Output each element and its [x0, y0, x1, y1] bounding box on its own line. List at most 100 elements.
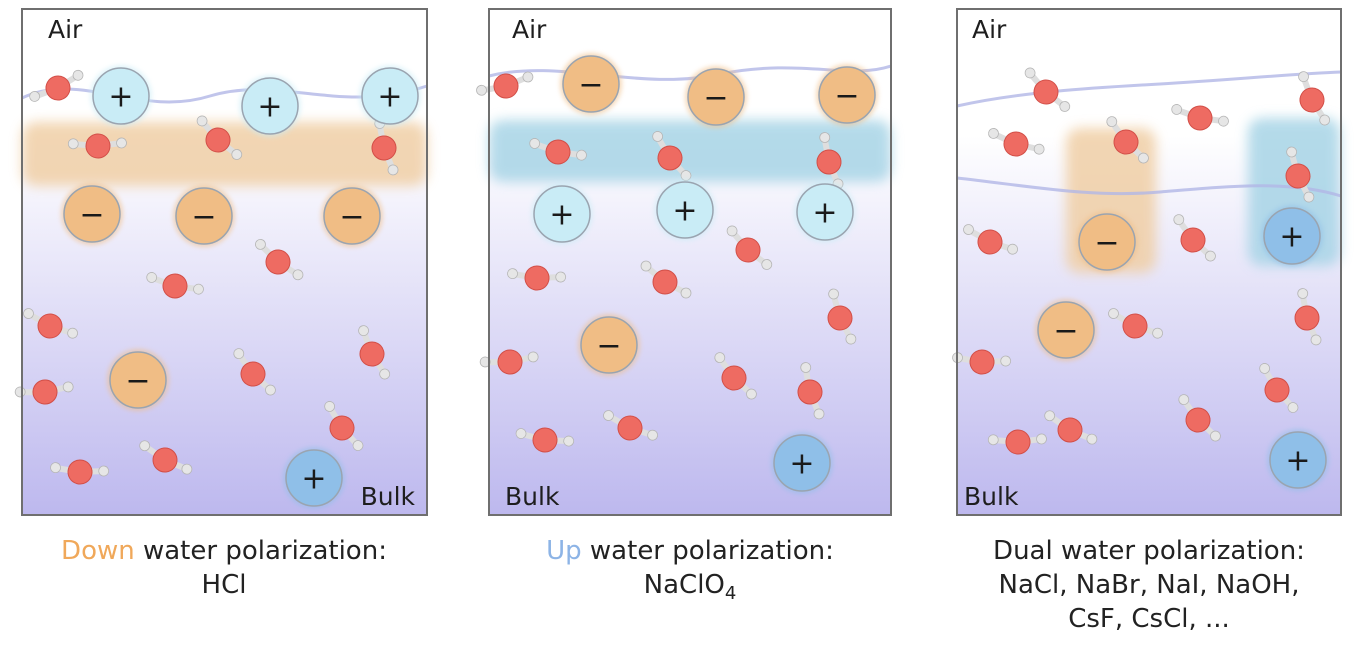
oxygen-atom	[205, 127, 231, 153]
anion: −	[685, 66, 747, 128]
bulk-label: Bulk	[964, 482, 1019, 511]
hydrogen-atom	[379, 368, 391, 380]
ion-body	[1037, 301, 1095, 359]
air-label: Air	[48, 15, 83, 44]
caption-down: Down water polarization: HCl	[4, 534, 444, 602]
hydrogen-atom	[1086, 433, 1098, 445]
hydrogen-atom	[29, 91, 41, 102]
oxygen-atom	[1299, 87, 1325, 113]
caption-title: Dual water polarization:	[929, 534, 1369, 568]
ion-body	[562, 55, 620, 113]
water-molecule	[816, 132, 844, 190]
water-molecule	[952, 349, 1012, 375]
water-molecule	[1178, 394, 1221, 442]
panel-frame	[956, 8, 1342, 516]
oxygen-atom	[359, 341, 385, 367]
minus-sign: −	[703, 81, 728, 116]
air-water-interface-line	[956, 70, 1342, 108]
hydrogen-atom	[72, 69, 84, 81]
cation: +	[1267, 429, 1329, 491]
bulk-label: Bulk	[361, 482, 416, 511]
cation: +	[1261, 205, 1323, 267]
hydrogen-atom	[1033, 143, 1045, 155]
oxygen-atom	[969, 349, 995, 375]
water-molecule	[640, 260, 692, 299]
water-molecule	[1173, 214, 1216, 262]
hydrogen-atom	[828, 288, 840, 300]
ion-body	[63, 185, 121, 243]
hydrogen-atom	[1007, 243, 1018, 255]
water-molecule	[50, 459, 110, 485]
plus-sign: +	[1285, 444, 1310, 479]
oxygen-atom	[1057, 417, 1083, 443]
water-molecule	[1294, 288, 1322, 346]
ion-body	[323, 187, 381, 245]
oxygen-atom	[493, 73, 519, 99]
minus-sign: −	[1094, 226, 1119, 261]
anion: −	[578, 314, 640, 376]
hydrogen-atom	[265, 384, 276, 396]
air-label: Air	[972, 15, 1007, 44]
anion: −	[321, 185, 383, 247]
water-molecule	[987, 429, 1047, 455]
salt-list: NaCl, NaBr, NaI, NaOH,	[998, 570, 1300, 600]
hydrogen-atom	[1319, 114, 1331, 126]
minus-sign: −	[578, 68, 603, 103]
hydrogen-atom	[603, 410, 614, 421]
plus-sign: +	[1279, 220, 1304, 255]
panel-frame	[488, 8, 892, 516]
plus-sign: +	[301, 462, 326, 497]
plus-sign: +	[672, 194, 697, 229]
oxygen-atom	[532, 427, 558, 453]
plus-sign: +	[257, 90, 282, 125]
hydrogen-atom	[231, 149, 243, 160]
hydrogen-atom	[640, 260, 652, 272]
minus-sign: −	[339, 200, 364, 235]
water-molecules	[476, 71, 857, 453]
hydrogen-atom	[963, 224, 974, 235]
hydrogen-atom	[819, 132, 831, 143]
hydrogen-atom	[352, 440, 364, 451]
hydrogen-atom	[116, 137, 127, 149]
cation: +	[90, 65, 152, 127]
hydrogen-atom	[576, 149, 587, 161]
salt-list: HCl	[4, 568, 444, 602]
ion-body	[818, 66, 876, 124]
hydrogen-atom	[1044, 410, 1056, 422]
water-molecule	[988, 128, 1045, 157]
hydrogen-atom	[233, 348, 245, 360]
ion-body	[1078, 213, 1136, 271]
water-molecule	[1024, 67, 1071, 112]
hydrogen-atom	[50, 462, 61, 474]
hydrogen-atom	[1059, 101, 1071, 112]
water-molecule	[255, 239, 304, 281]
ion-body	[580, 316, 638, 374]
hydrogen-atom	[139, 440, 151, 452]
water-molecule	[726, 225, 773, 270]
water-molecule	[529, 138, 587, 165]
ions: −−−+++−+	[531, 53, 878, 494]
hydrogen-atom	[23, 308, 34, 319]
hydrogen-atom	[1297, 288, 1309, 299]
oxygen-atom	[721, 365, 747, 391]
air-label: Air	[512, 15, 547, 44]
water-molecule	[479, 349, 539, 375]
anion: −	[1035, 299, 1097, 361]
hydrogen-atom	[647, 429, 658, 441]
oxygen-atom	[524, 265, 550, 291]
hydrogen-atom	[1152, 327, 1163, 339]
ion-body	[361, 67, 419, 125]
oxygen-atom	[1264, 377, 1290, 403]
water-molecule	[29, 69, 84, 102]
hydrogen-atom	[1210, 430, 1221, 442]
hydrogen-atom	[726, 225, 738, 237]
water-molecules	[14, 69, 399, 485]
oxygen-atom	[329, 415, 355, 441]
air-water-interface-line	[21, 84, 428, 104]
water-molecule	[963, 224, 1018, 255]
hydrogen-atom	[761, 259, 773, 270]
water-molecule	[233, 348, 276, 396]
hydrogen-atom	[522, 71, 534, 83]
cation: +	[239, 75, 301, 137]
hydrogen-atom	[988, 128, 999, 139]
